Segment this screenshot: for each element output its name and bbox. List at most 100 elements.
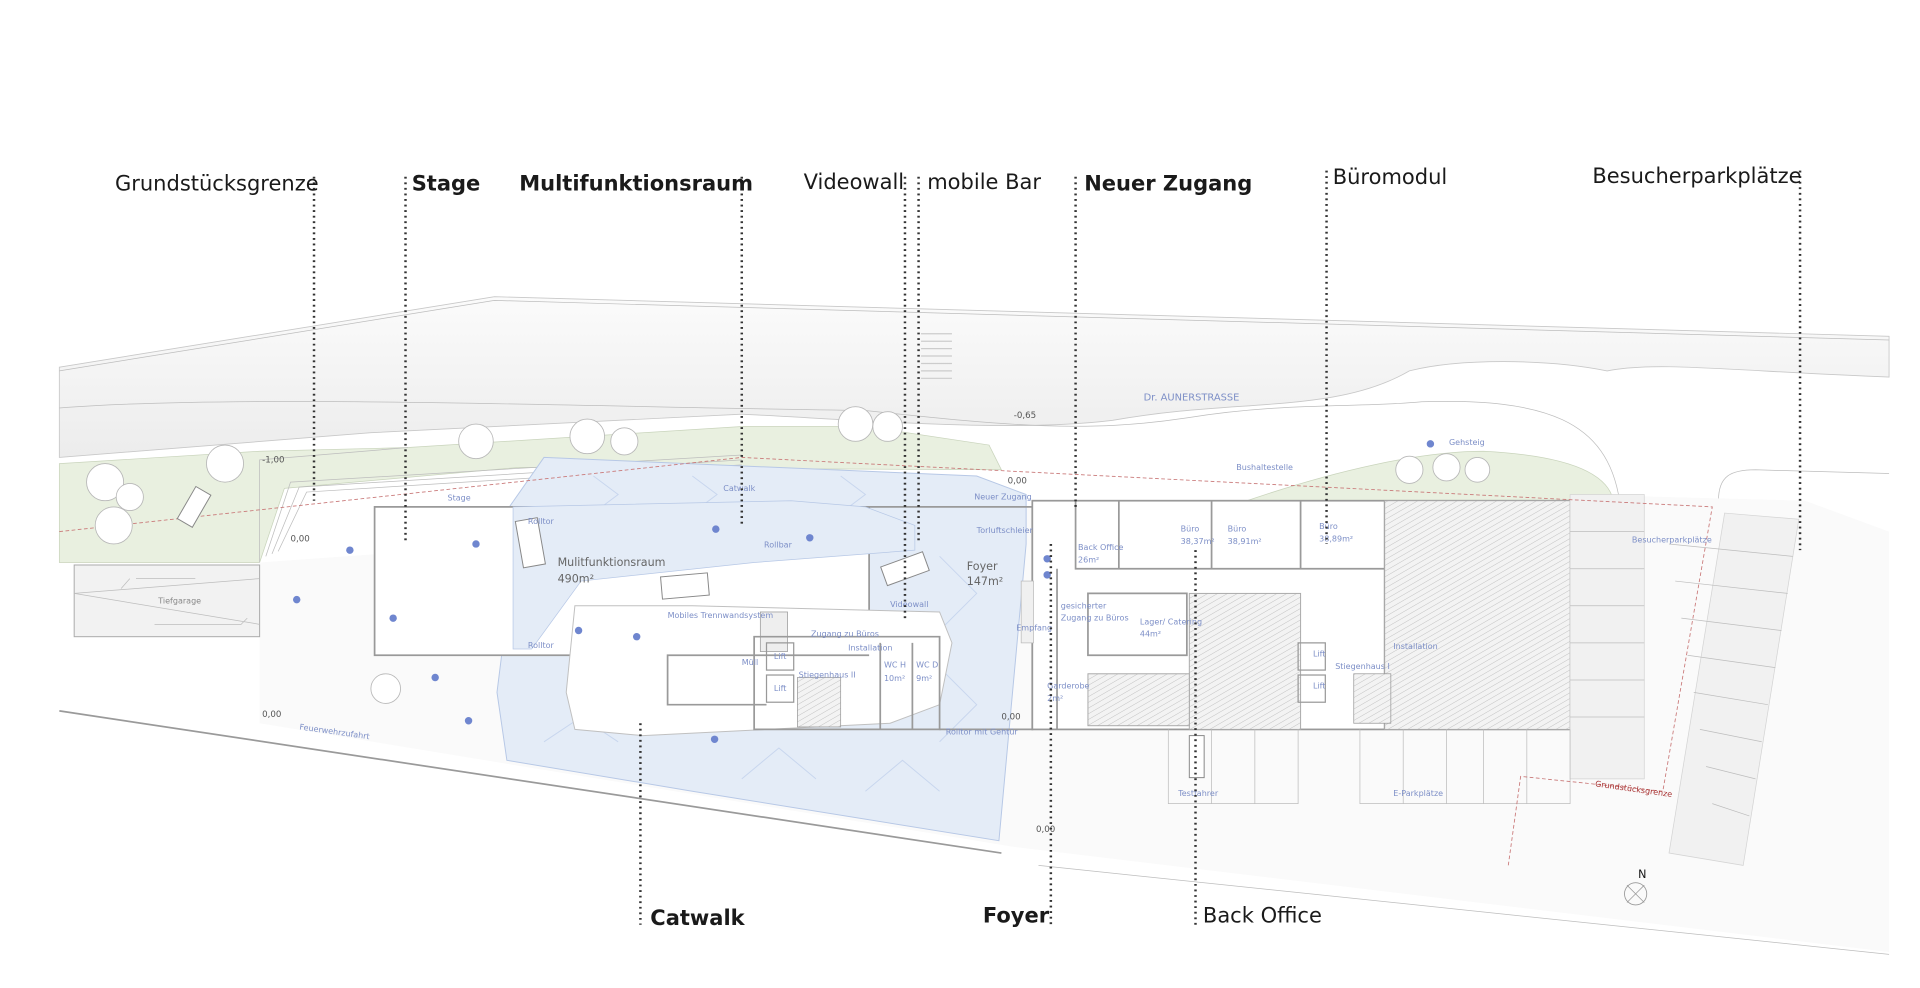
plan-label: Tiefgarage — [157, 596, 201, 605]
plan-label: Lift — [1313, 682, 1326, 691]
plan-label: Installation — [848, 643, 892, 652]
callout-videowall: Videowall — [804, 169, 905, 194]
callout-grundstuecksgrenze: Grundstücksgrenze — [115, 170, 319, 195]
site-edge — [59, 710, 1002, 854]
plan-label: gesicherter — [1061, 601, 1107, 610]
plan-label: 26m² — [1078, 556, 1099, 565]
plan-label: Torluftschleier — [976, 526, 1034, 535]
plan-label: Lift — [1313, 649, 1326, 658]
visitor-parking — [1569, 494, 1800, 866]
plan-label: Bushaltestelle — [1236, 463, 1293, 472]
curb-line — [1718, 469, 1890, 501]
north-arrow-icon — [1626, 884, 1645, 903]
elevation: -0,65 — [1014, 411, 1036, 421]
plan-label: Müll — [742, 658, 758, 667]
plan-label: Büro — [1228, 525, 1247, 534]
plan-label: Stiegenhaus I — [1335, 662, 1390, 671]
elevation: 0,00 — [1036, 825, 1055, 835]
plan-label: 2m² — [1047, 694, 1063, 703]
callout-foyer: Foyer — [983, 902, 1050, 927]
callout-bueromodul: Büromodul — [1333, 164, 1448, 189]
plan-label: E-Parkplätze — [1393, 789, 1443, 798]
steps — [259, 447, 742, 563]
crosswalk — [921, 333, 952, 379]
plan-label: Empfang — [1016, 624, 1052, 633]
lift-shaft — [1297, 674, 1326, 703]
plan-label: WC D — [916, 661, 938, 670]
callout-mobile-bar: mobile Bar — [927, 169, 1041, 194]
lift-shaft — [765, 674, 795, 703]
elevation: 0,00 — [1008, 476, 1027, 486]
partition-storage — [759, 611, 788, 652]
elevation: -1,00 — [262, 455, 284, 465]
cars — [176, 485, 1205, 779]
plan-label: Garderobe — [1047, 682, 1089, 691]
plan-label: Rolltor — [528, 517, 555, 526]
staircase — [1353, 673, 1392, 724]
lawn-right — [1236, 450, 1614, 505]
plan-label: 38,37m² — [1181, 537, 1215, 546]
callout-besucherparkplaetze: Besucherparkplätze — [1592, 163, 1801, 188]
plan-label: Mobiles Trennwandsystem — [668, 611, 774, 620]
north-label: N — [1638, 868, 1646, 881]
leader-lines — [312, 170, 1802, 925]
plan-label: 44m² — [1140, 630, 1161, 639]
callouts-top: Grundstücksgrenze Stage Multifunktionsra… — [115, 163, 1802, 195]
catwalk-walk — [512, 500, 916, 650]
plan-label: Rolltor — [528, 641, 555, 650]
plan-label: Stiegenhaus II — [799, 670, 856, 679]
e-parking — [1167, 729, 1571, 804]
existing-building — [1087, 673, 1190, 727]
plan-label: Büro — [1181, 525, 1200, 534]
existing-building — [1384, 500, 1571, 730]
plan-label: 147m² — [967, 575, 1003, 588]
north-arrow-icon — [1624, 882, 1648, 906]
curb-line — [59, 401, 1620, 501]
elevation-marks: -1,00 0,00 0,00 -0,65 0,00 0,00 0,00 — [262, 411, 1055, 835]
plan-label: Zugang zu Büros — [1061, 614, 1129, 623]
elevation: 0,00 — [1001, 713, 1020, 723]
plan-label: Testfahrer — [1177, 789, 1219, 798]
elevation: 0,00 — [262, 710, 281, 720]
plan-label: Rolltor mit Gehtür — [946, 727, 1019, 736]
plan-label: Catwalk — [723, 484, 755, 493]
people-figures — [293, 440, 1435, 744]
reception-desk — [1020, 580, 1034, 644]
plan-label: Stage — [448, 494, 471, 503]
plan-label: Foyer — [967, 560, 998, 573]
plan-label: Videowall — [890, 600, 928, 609]
plan-label: 9m² — [916, 674, 932, 683]
inner-platform — [565, 605, 953, 737]
lift-shaft — [1297, 642, 1326, 671]
lawn-left — [58, 426, 1003, 563]
callout-back-office: Back Office — [1203, 902, 1322, 927]
existing-building — [1188, 592, 1302, 730]
plan-label: Mulitfunktionsraum — [558, 556, 666, 569]
plan-label: WC H — [884, 661, 906, 670]
core-walls — [753, 635, 941, 731]
plan-label: Gehsteig — [1449, 438, 1485, 447]
street-area — [58, 296, 1890, 458]
plan-label: Neuer Zugang — [974, 492, 1032, 501]
parking-bays — [1570, 531, 1793, 817]
tiefgarage-ramp — [73, 564, 261, 638]
plan-label: 38,89m² — [1319, 534, 1353, 543]
plan-label: 490m² — [558, 572, 594, 585]
lift-shaft — [765, 642, 795, 671]
plan-label: Besucherparkplätze — [1632, 536, 1712, 545]
street-name: Dr. AUNERSTRASSE — [1144, 393, 1240, 404]
plan-label: Lift — [774, 684, 787, 693]
plan-label: Büro — [1319, 522, 1338, 531]
plan-label: Lift — [774, 652, 787, 661]
street-edge — [59, 300, 1890, 372]
staircase — [797, 677, 842, 728]
callout-neuer-zugang: Neuer Zugang — [1084, 170, 1252, 195]
elevation: 0,00 — [291, 534, 310, 544]
trees — [86, 406, 1491, 704]
plan-label: Lager/ Catering — [1140, 617, 1202, 626]
ramp-arrows — [74, 578, 260, 625]
site-edge — [1038, 865, 1890, 955]
plan-label: Zugang zu Büros — [811, 630, 879, 639]
property-boundary — [59, 456, 1713, 866]
